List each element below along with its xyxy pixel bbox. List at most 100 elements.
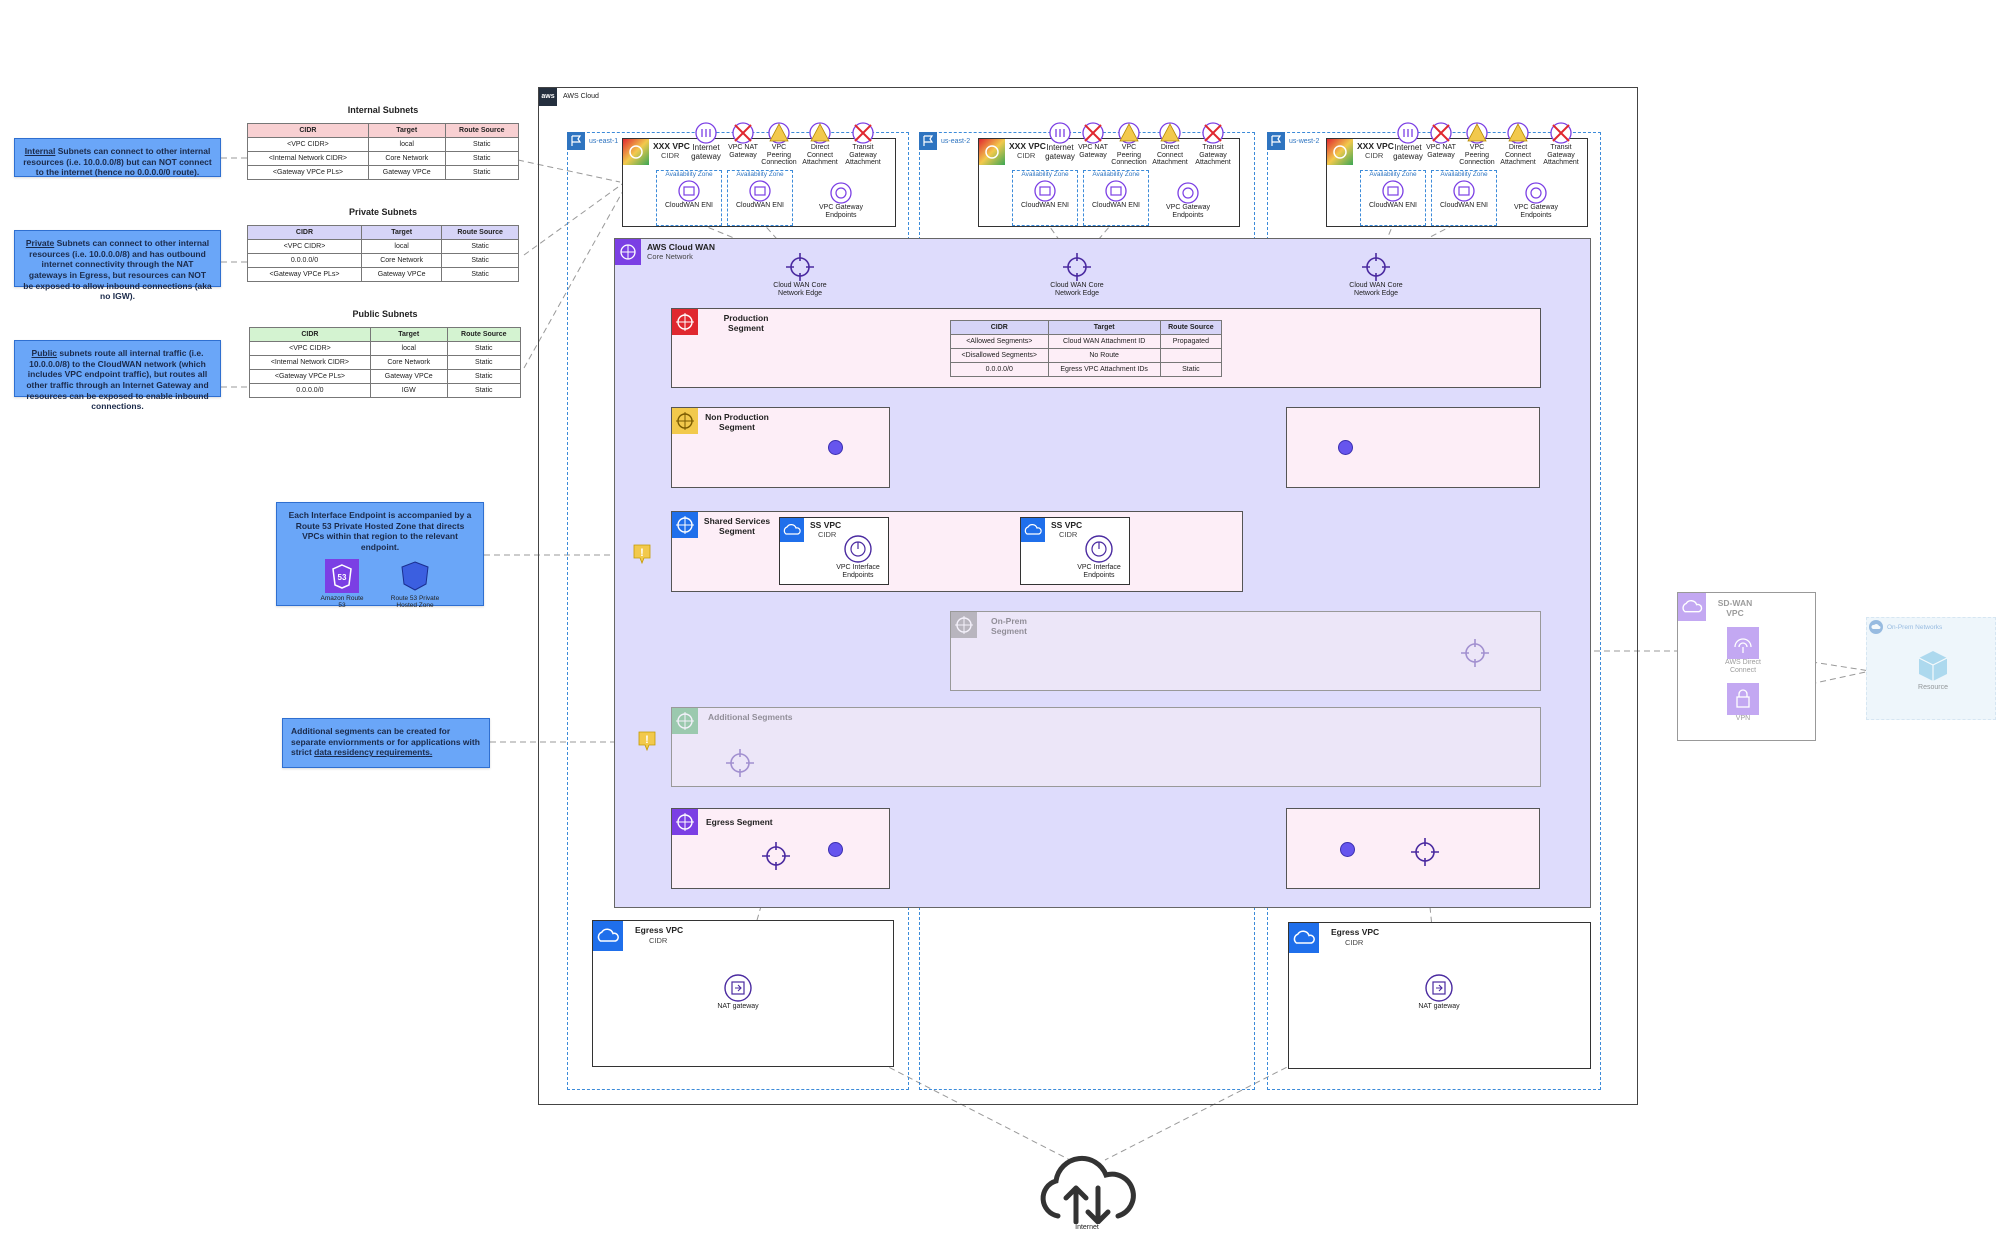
direct-connect-disabled: Direct Connect Attachment: [1150, 122, 1190, 167]
gwep-label: VPC Gateway Endpoints: [819, 204, 863, 219]
vpc-peering-disabled: VPC Peering Connection: [760, 122, 798, 167]
direct-connect-disabled: Direct Connect Attachment: [1498, 122, 1538, 167]
vpc-cloud-icon: [1678, 593, 1706, 621]
core-network-edge-us-west-2: Cloud WAN Core Network Edge: [1346, 252, 1406, 297]
ss-vpc-cidr: CIDR: [818, 530, 837, 539]
igw-label: Internet gateway: [691, 143, 721, 161]
xxx-vpc-us-west-2: XXX VPC CIDR: [1326, 138, 1588, 227]
nat-gateway-label: NAT gateway: [1418, 1003, 1460, 1010]
vpc-cidr: CIDR: [1017, 151, 1036, 160]
internet: Internet: [1034, 1152, 1140, 1232]
ss-vpc-cidr: CIDR: [1059, 530, 1078, 539]
interface-endpoint-icon: [1085, 535, 1113, 563]
edge-label: Cloud WAN Core Network Edge: [1050, 282, 1104, 297]
hosted-zone-label: Route 53 Private Hosted Zone: [390, 595, 440, 610]
region-label: us-west-2: [1289, 137, 1320, 145]
egress-vpc-title: Egress VPC: [635, 925, 684, 935]
eni-label: CloudWAN ENI: [1021, 202, 1069, 209]
segment-title: Production Segment: [723, 313, 769, 333]
core-network-edge-icon: [1461, 639, 1489, 667]
dx-label: Direct Connect Attachment: [1152, 144, 1188, 167]
dx-label: Direct Connect Attachment: [1500, 144, 1536, 167]
availability-zone: Availability Zone CloudWAN ENI: [727, 170, 793, 226]
resource-label: Resource: [1918, 684, 1948, 691]
note-route53: Each Interface Endpoint is accompanied b…: [276, 502, 484, 610]
igw-label: Internet gateway: [1045, 143, 1075, 161]
internet-gateway-icon: [1049, 122, 1071, 144]
vpc-gateway-endpoints: VPC Gateway Endpoints: [815, 182, 867, 219]
egress-segment-west: [1286, 808, 1540, 889]
table-title: Private Subnets: [348, 207, 418, 217]
col-header: Target: [360, 225, 443, 240]
transit-gateway-crossed-icon: [852, 122, 874, 144]
note-lead: Internal: [24, 146, 56, 156]
gwep-label: VPC Gateway Endpoints: [1166, 204, 1210, 219]
vpc-peering-disabled: VPC Peering Connection: [1458, 122, 1496, 167]
dx-label: Direct Connect Attachment: [802, 144, 838, 167]
note-link[interactable]: data residency requirements.: [314, 747, 433, 758]
note-lead: Private: [25, 238, 55, 248]
eni-label: CloudWAN ENI: [1092, 202, 1140, 209]
non-production-segment-icon: [672, 408, 698, 434]
vpc-cloud-icon: [593, 921, 623, 951]
segment-attachment-dot: [1340, 842, 1355, 857]
vpc-services-us-east-1: Internet gateway VPC NAT Gateway VPC Pee…: [688, 122, 888, 172]
internet-label: Internet: [1075, 1224, 1099, 1231]
route53-label: Amazon Route 53: [320, 595, 364, 610]
non-production-segment: Non Production Segment: [671, 407, 890, 488]
note-text: Subnets can connect to other internal re…: [23, 238, 212, 302]
gateway-endpoint-icon: [1525, 182, 1547, 204]
cloudwan-eni-icon: [1453, 180, 1475, 202]
egress-vpc-us-west-2: Egress VPC CIDR NAT gateway: [1288, 922, 1591, 1069]
ss-vpc-us-east-2: SS VPC CIDR VPC Interface Endpoints: [1020, 517, 1130, 585]
vpc-peering-disabled: VPC Peering Connection: [1110, 122, 1148, 167]
tgw-label: Transit Gateway Attachment: [845, 144, 881, 167]
resource-cube-icon: [1918, 651, 1948, 681]
internet-gateway: Internet gateway: [688, 122, 724, 162]
egress-segment-icon: [672, 809, 698, 835]
availability-zone: Availability Zone CloudWAN ENI: [1083, 170, 1149, 226]
segment-title: On-Prem Segment: [991, 616, 1027, 636]
internet-gateway: Internet gateway: [1390, 122, 1426, 162]
cloudwan-eni-icon: [1382, 180, 1404, 202]
direct-connect: AWS Direct Connect: [1718, 627, 1768, 674]
vpc-cloud-icon: [1289, 923, 1319, 953]
vpc-title: XXX VPC: [1357, 141, 1394, 151]
peering-warning-icon: [1118, 122, 1140, 144]
on-prem-segment-icon: [951, 612, 977, 638]
aws-cloud-label: AWS Cloud: [563, 93, 599, 100]
region-label: us-east-1: [589, 137, 619, 145]
vpc-services-us-east-2: Internet gateway VPC NAT Gateway VPC Pee…: [1042, 122, 1242, 172]
nat-gateway-crossed-icon: [1430, 122, 1452, 144]
core-network-edge-icon: [762, 842, 790, 870]
svg-text:!: !: [645, 734, 649, 746]
nat-gateway-label: NAT gateway: [717, 1003, 759, 1010]
transit-gateway-disabled: Transit Gateway Attachment: [1192, 122, 1234, 167]
note-internal-subnets: Internal Subnets can connect to other in…: [14, 138, 221, 177]
vpn: VPN: [1718, 683, 1768, 723]
nat-gateway-disabled: VPC NAT Gateway: [728, 122, 758, 159]
warning-icon: !: [638, 731, 656, 752]
region-tag: us-east-1: [567, 132, 618, 150]
cloud-wan-icon: [615, 239, 641, 265]
col-header: Target: [367, 123, 446, 138]
transit-gateway-crossed-icon: [1550, 122, 1572, 144]
cloudwan-eni-icon: [678, 180, 700, 202]
gateway-endpoint-icon: [1177, 182, 1199, 204]
sdwan-title: SD-WAN VPC: [1717, 598, 1753, 618]
direct-connect-disabled: Direct Connect Attachment: [800, 122, 840, 167]
az-label: Availability Zone: [1369, 171, 1417, 178]
egress-vpc-us-east-1: Egress VPC CIDR NAT gateway: [592, 920, 894, 1067]
route53-icon: 53: [325, 558, 359, 593]
note-lead: Public: [31, 348, 58, 358]
eni-label: CloudWAN ENI: [665, 202, 713, 209]
